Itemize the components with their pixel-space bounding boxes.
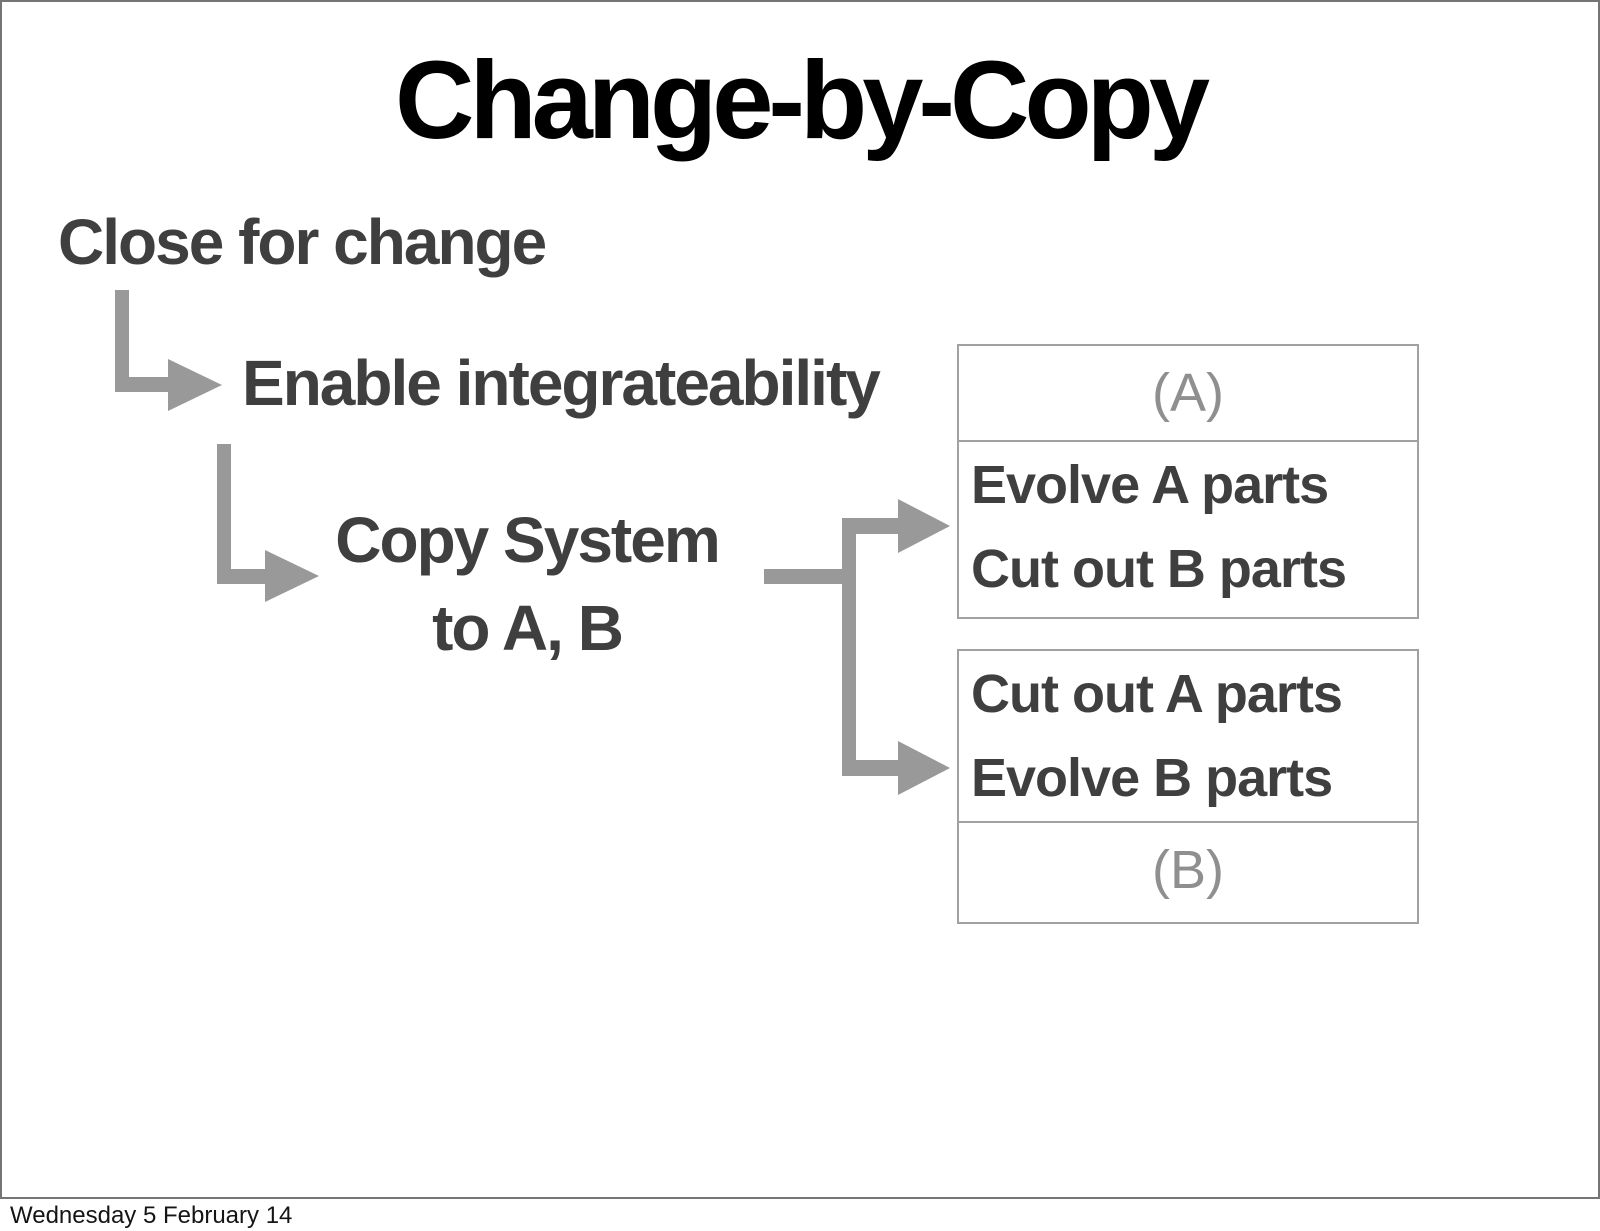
step-copy-system-line-2: to A, B: [432, 592, 624, 665]
box-a-tag: (A): [959, 346, 1417, 442]
step-enable-integrateability: Enable integrateability: [242, 347, 881, 419]
arrow-1-vertical-bar: [115, 290, 129, 392]
box-b-line-1: Cut out A parts: [971, 664, 1343, 724]
arrow-1-horizontal-bar: [115, 377, 169, 392]
step-copy-system: Copy System to A, B: [322, 496, 732, 673]
box-b-text: Cut out A parts Evolve B parts: [959, 651, 1417, 823]
arrow-1-head-icon: [168, 359, 222, 411]
branch-bottom-arrow-head-icon: [898, 741, 950, 795]
slide: Change-by-Copy Close for change Enable i…: [0, 0, 1600, 1199]
slide-title: Change-by-Copy: [395, 39, 1210, 162]
arrow-2-vertical-bar: [217, 444, 231, 584]
footer-date: Wednesday 5 February 14: [10, 1202, 293, 1229]
box-b-line-2: Evolve B parts: [971, 747, 1333, 808]
branch-top-arrow-head-icon: [898, 499, 950, 553]
arrow-2-head-icon: [265, 550, 319, 602]
box-b-tag: (B): [1152, 839, 1224, 900]
branch-top-bar: [842, 518, 900, 534]
branch-vertical-bar: [842, 518, 856, 776]
box-a: (A) Evolve A parts Cut out B parts: [957, 344, 1419, 619]
branch-bottom-bar: [842, 760, 900, 776]
step-close-for-change: Close for change: [58, 206, 547, 278]
box-a-line-1: Evolve A parts: [971, 455, 1329, 515]
box-a-line-2: Cut out B parts: [971, 538, 1347, 599]
step-copy-system-line-1: Copy System: [335, 504, 720, 576]
box-b: Cut out A parts Evolve B parts (B): [957, 649, 1419, 924]
branch-stem-bar: [764, 569, 856, 584]
arrow-2-horizontal-bar: [217, 569, 266, 584]
box-a-text: Evolve A parts Cut out B parts: [959, 442, 1417, 611]
